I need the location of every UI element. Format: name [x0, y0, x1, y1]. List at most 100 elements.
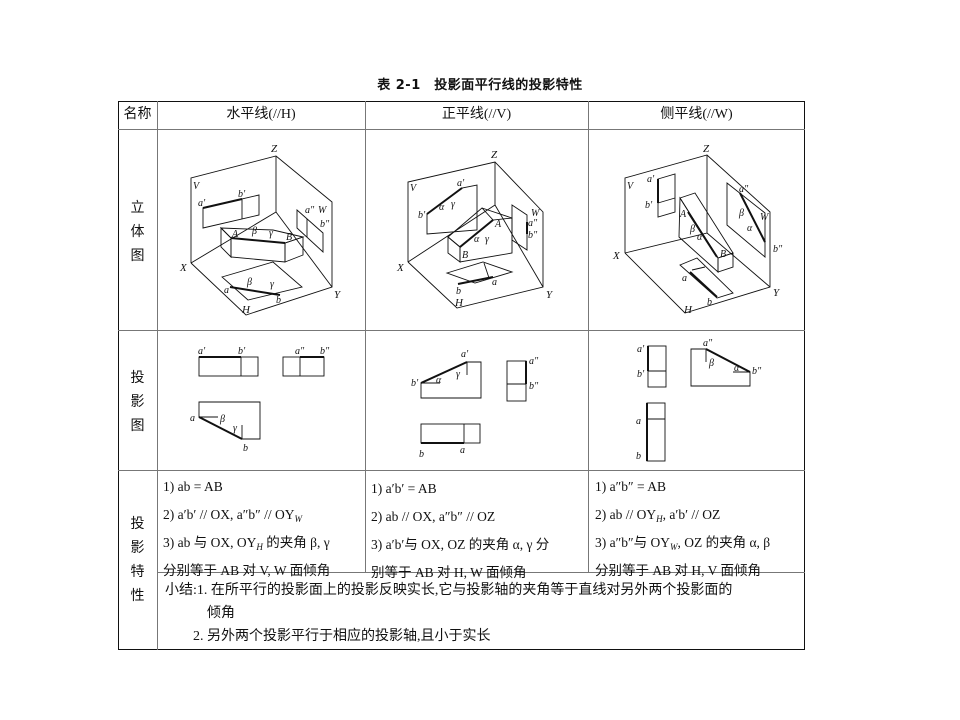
svg-text:X: X [612, 250, 621, 262]
svg-text:b″: b″ [529, 381, 539, 392]
label-char: 立 [130, 200, 145, 216]
property-line: 1) a″b″ = AB [595, 479, 666, 494]
property-line: 分别等于 AB 对 V, W 面倾角 [163, 563, 331, 578]
svg-text:V: V [193, 181, 201, 192]
svg-text:b′: b′ [238, 346, 246, 357]
svg-text:B: B [720, 249, 726, 260]
svg-text:b″: b″ [752, 366, 762, 377]
svg-text:X: X [396, 262, 405, 274]
svg-text:W: W [531, 208, 541, 219]
svg-text:b″: b″ [773, 244, 783, 255]
svg-text:b: b [243, 443, 248, 454]
svg-text:β: β [251, 226, 257, 237]
projection-2-labels: a′ b′ α γ a″ b″ b a [411, 349, 539, 460]
stereo-diagram-frontal [407, 161, 544, 309]
svg-text:a′: a′ [198, 198, 206, 209]
svg-text:H: H [683, 304, 693, 316]
svg-text:α: α [439, 202, 445, 213]
svg-text:Z: Z [271, 143, 278, 155]
svg-text:α: α [436, 375, 442, 386]
svg-text:a: a [460, 445, 465, 456]
svg-text:β: β [708, 358, 714, 369]
properties-horizontal: 1) ab = AB 2) a′b′ // OX, a″b″ // OYW 3)… [163, 475, 330, 587]
col-divider [588, 101, 589, 572]
property-line: 3) ab 与 OX, OYH 的夹角 β, γ [163, 535, 330, 552]
svg-text:α: α [747, 223, 753, 234]
property-line: 1) ab = AB [163, 479, 223, 494]
svg-text:b′: b′ [645, 200, 653, 211]
svg-text:H: H [241, 304, 251, 316]
svg-text:a″: a″ [305, 205, 315, 216]
projection-diagram-frontal [420, 360, 527, 444]
svg-text:b″: b″ [320, 219, 330, 230]
svg-text:a′: a′ [637, 344, 645, 355]
svg-text:a: a [224, 285, 229, 296]
svg-text:γ: γ [233, 423, 238, 434]
stereo-diagram-profile [624, 154, 771, 314]
col-divider [157, 101, 158, 650]
property-line: 3) a′b′与 OX, OZ 的夹角 α, γ 分 [371, 537, 550, 552]
svg-text:Y: Y [546, 289, 554, 301]
svg-text:b: b [419, 449, 424, 460]
svg-text:b: b [276, 295, 281, 306]
projection-diagram-profile [646, 345, 751, 462]
svg-text:H: H [454, 297, 464, 309]
svg-text:V: V [410, 183, 418, 194]
properties-frontal: 1) a′b′ = AB 2) ab // OX, a″b″ // OZ 3) … [371, 477, 549, 589]
label-char: 影 [130, 394, 145, 410]
row-divider [118, 470, 805, 471]
svg-text:a″: a″ [528, 218, 538, 229]
table-caption: 表 2-1 投影面平行线的投影特性 [377, 78, 583, 93]
svg-text:V: V [627, 181, 635, 192]
svg-text:a′: a′ [461, 349, 469, 360]
label-char: 体 [130, 224, 145, 240]
property-line: 别等于 AB 对 H, W 面倾角 [371, 565, 527, 580]
svg-text:a′: a′ [198, 346, 206, 357]
label-char: 投 [130, 516, 145, 532]
property-line: 2) a′b′ // OX, a″b″ // OYW [163, 507, 303, 524]
svg-text:Z: Z [703, 143, 710, 155]
svg-text:W: W [760, 212, 770, 223]
svg-text:Y: Y [334, 289, 342, 301]
row-label-stereo: 立 体 图 [118, 196, 157, 268]
row-divider [157, 572, 805, 573]
label-char: 投 [130, 370, 145, 386]
svg-text:a: a [636, 416, 641, 427]
row-divider [118, 129, 805, 130]
svg-text:α: α [474, 234, 480, 245]
stereo-2-labels: Z V a′ b′ α γ W a″ b″ A α γ B X b a H Y [396, 149, 554, 309]
svg-text:b′: b′ [637, 369, 645, 380]
property-line: 2) ab // OYH, a′b′ // OZ [595, 507, 721, 524]
svg-text:a″: a″ [529, 356, 539, 367]
svg-text:A: A [494, 219, 502, 230]
svg-text:γ: γ [485, 234, 490, 245]
svg-text:b′: b′ [411, 378, 419, 389]
svg-text:a″: a″ [739, 184, 749, 195]
svg-text:β: β [219, 414, 225, 425]
svg-text:X: X [179, 262, 188, 274]
svg-text:γ: γ [270, 279, 275, 290]
summary: 小结:1. 在所平行的投影面上的投影反映实长,它与投影轴的夹角等于直线对另外两个… [165, 579, 732, 648]
svg-text:a: a [682, 273, 687, 284]
svg-text:b′: b′ [418, 210, 426, 221]
svg-text:W: W [318, 205, 328, 216]
svg-text:a″: a″ [703, 338, 713, 349]
col-divider [365, 101, 366, 572]
header-profile-line: 侧平线(//W) [660, 107, 733, 122]
label-char: 性 [130, 588, 145, 604]
stereo-3-labels: Z V a′ b′ A β α B a″ β W α b″ X a b H Y [612, 143, 783, 316]
svg-text:a″: a″ [295, 346, 305, 357]
stereo-1-labels: Z V a′ b′ a″ W b″ A β γ B X β γ a b H Y [179, 143, 342, 316]
svg-text:a′: a′ [647, 174, 655, 185]
row-label-properties: 投 影 特 性 [118, 512, 157, 608]
summary-line: 2. 另外两个投影平行于相应的投影轴,且小于实长 [165, 629, 491, 644]
svg-text:γ: γ [451, 199, 456, 210]
label-char: 特 [130, 564, 145, 580]
properties-profile: 1) a″b″ = AB 2) ab // OYH, a′b′ // OZ 3)… [595, 475, 770, 587]
property-line: 2) ab // OX, a″b″ // OZ [371, 509, 496, 524]
header-frontal-line: 正平线(//V) [441, 107, 512, 122]
property-line: 分别等于 AB 对 H, V 面倾角 [595, 563, 762, 578]
projection-1-labels: a′ b′ a″ b″ a β γ b [190, 346, 330, 454]
property-line: 3) a″b″与 OYW, OZ 的夹角 α, β [595, 535, 771, 552]
